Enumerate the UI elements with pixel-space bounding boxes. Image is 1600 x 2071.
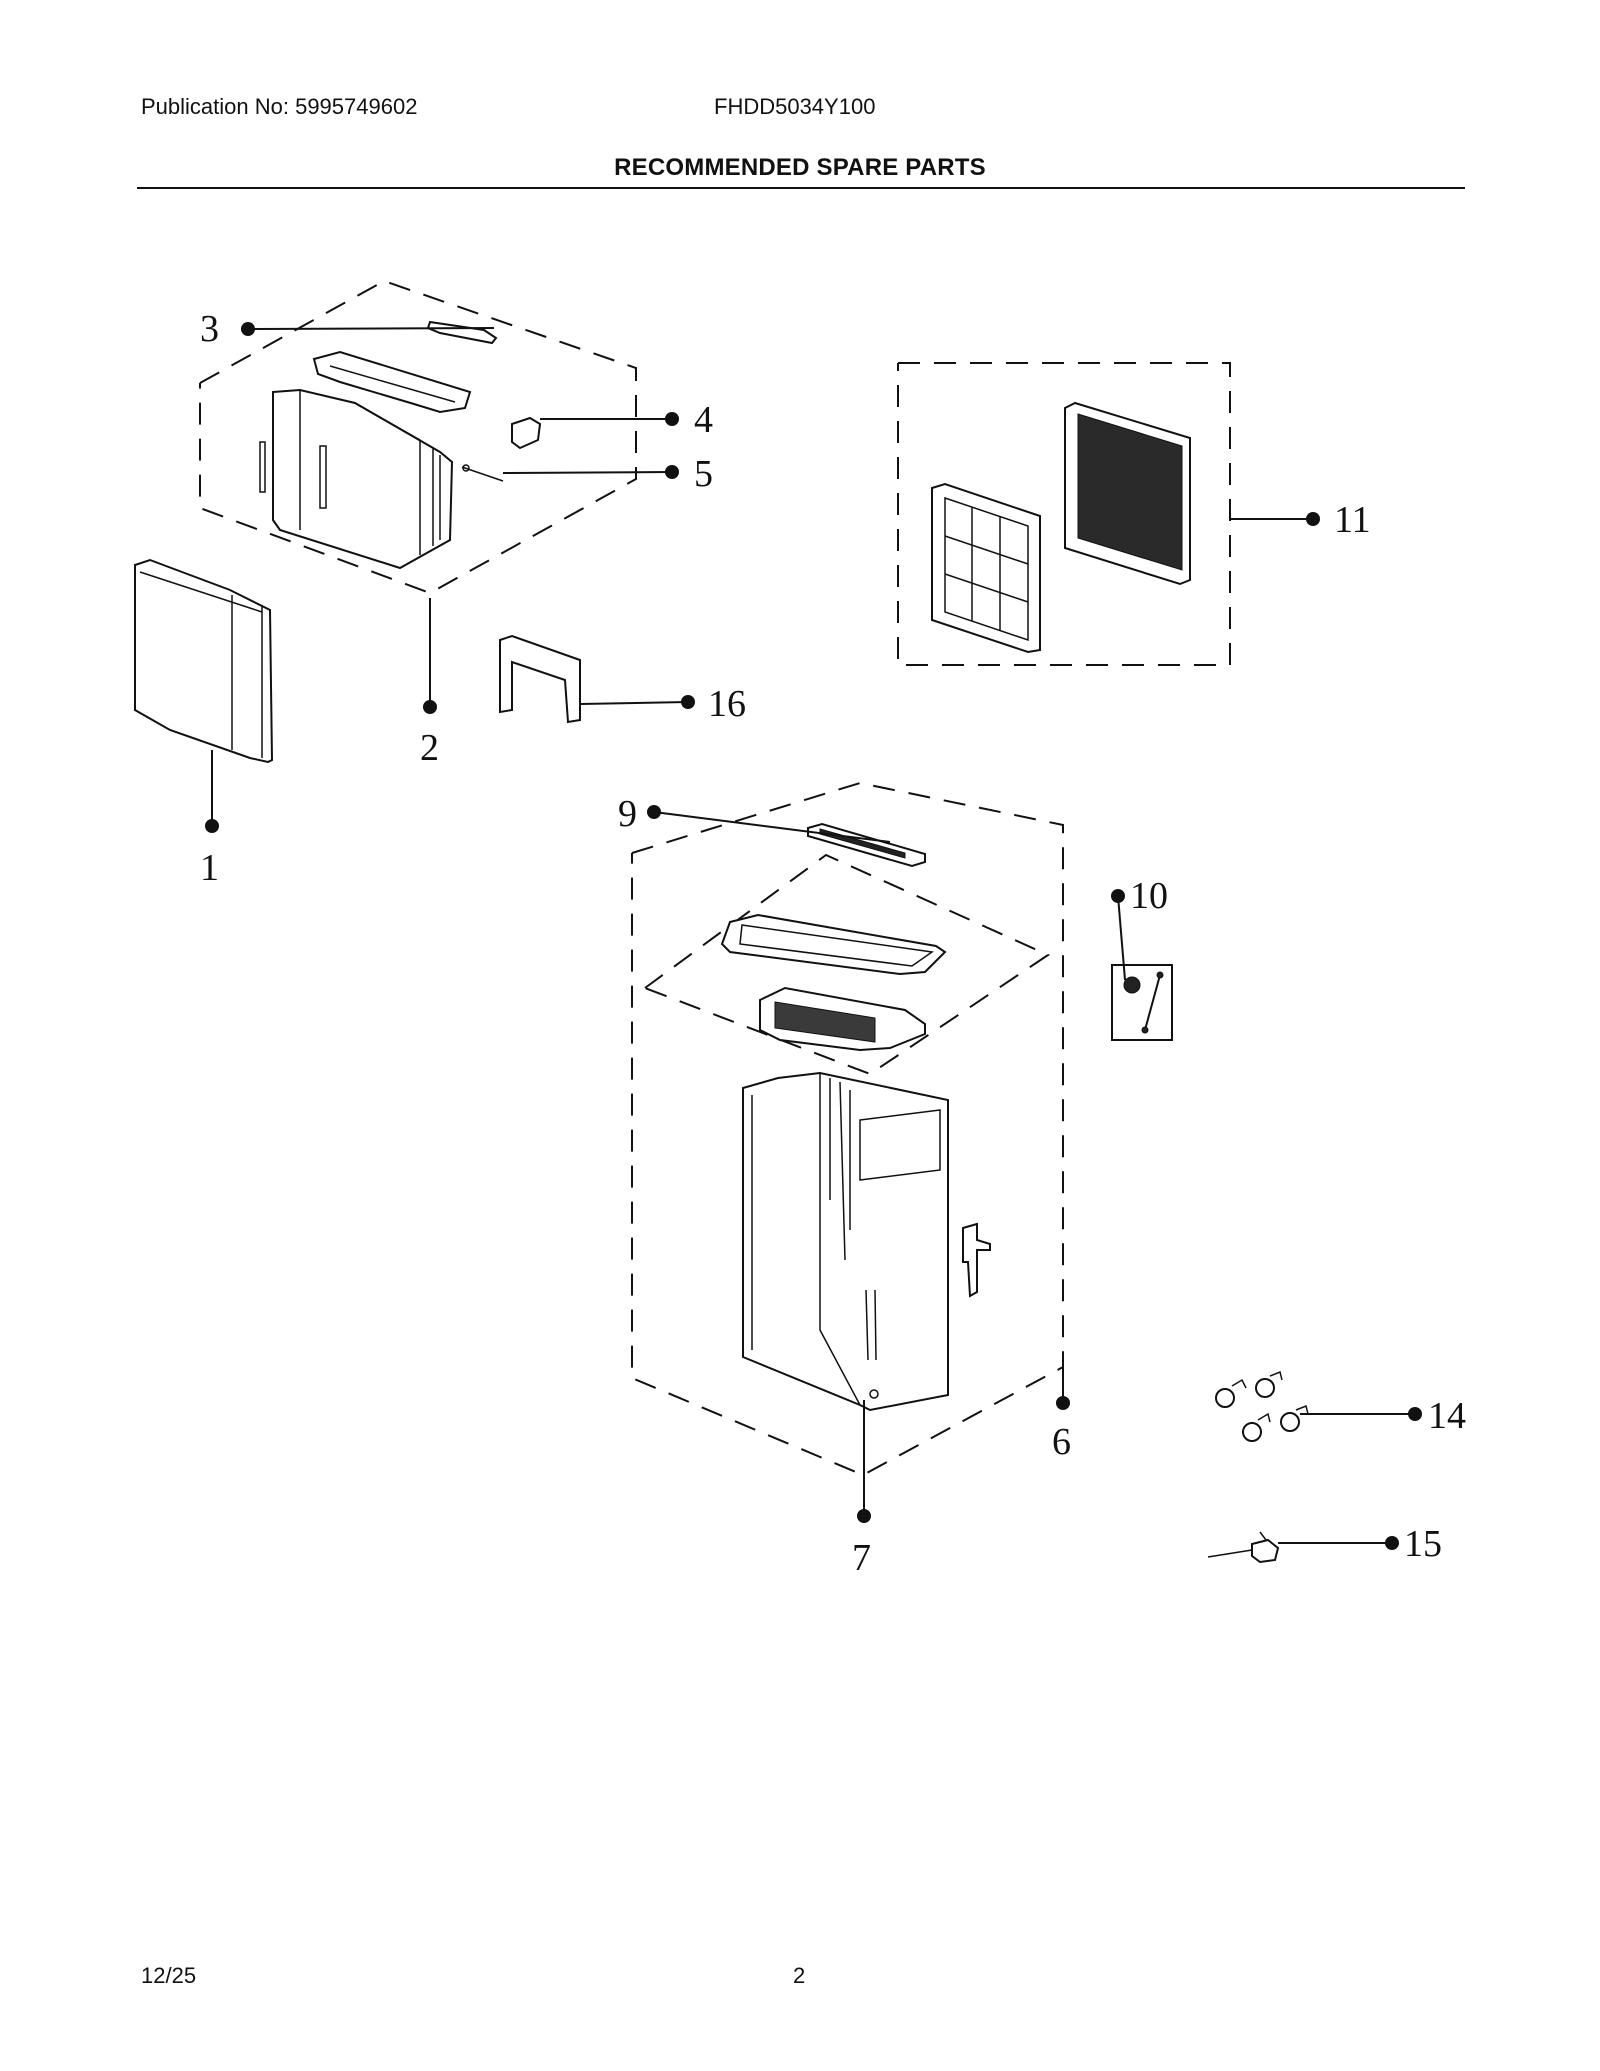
handle-part — [499, 634, 581, 724]
power-cord — [1207, 1531, 1280, 1564]
callout-2: 2 — [420, 727, 439, 769]
model-number: FHDD5034Y100 — [714, 94, 876, 119]
float-switch — [1111, 964, 1173, 1041]
footer-page-number: 2 — [793, 1963, 806, 1988]
front-panel — [134, 558, 274, 764]
callout-14: 14 — [1428, 1395, 1466, 1437]
callout-numbers: 3 4 5 2 1 16 11 9 10 6 7 14 15 — [200, 308, 1466, 1579]
callout-5: 5 — [694, 453, 713, 495]
page-title: RECOMMENDED SPARE PARTS — [614, 154, 986, 181]
callout-7: 7 — [852, 1537, 871, 1579]
callout-10: 10 — [1130, 875, 1168, 917]
publication-number: Publication No: 5995749602 — [141, 94, 418, 119]
callout-16: 16 — [708, 683, 746, 725]
callout-11: 11 — [1334, 499, 1371, 541]
leader-lines — [205, 322, 1422, 1550]
callout-9: 9 — [618, 793, 637, 835]
casters — [1215, 1370, 1309, 1442]
cabinet-assembly — [631, 781, 1064, 1477]
header-rule — [137, 187, 1465, 189]
callout-3: 3 — [200, 308, 219, 350]
callout-1: 1 — [200, 847, 219, 889]
callout-4: 4 — [694, 399, 713, 441]
top-cover-assembly — [199, 279, 637, 595]
callout-6: 6 — [1052, 1421, 1071, 1463]
callout-15: 15 — [1404, 1523, 1442, 1565]
filter-assembly — [897, 362, 1231, 666]
footer-date: 12/25 — [141, 1963, 197, 1988]
